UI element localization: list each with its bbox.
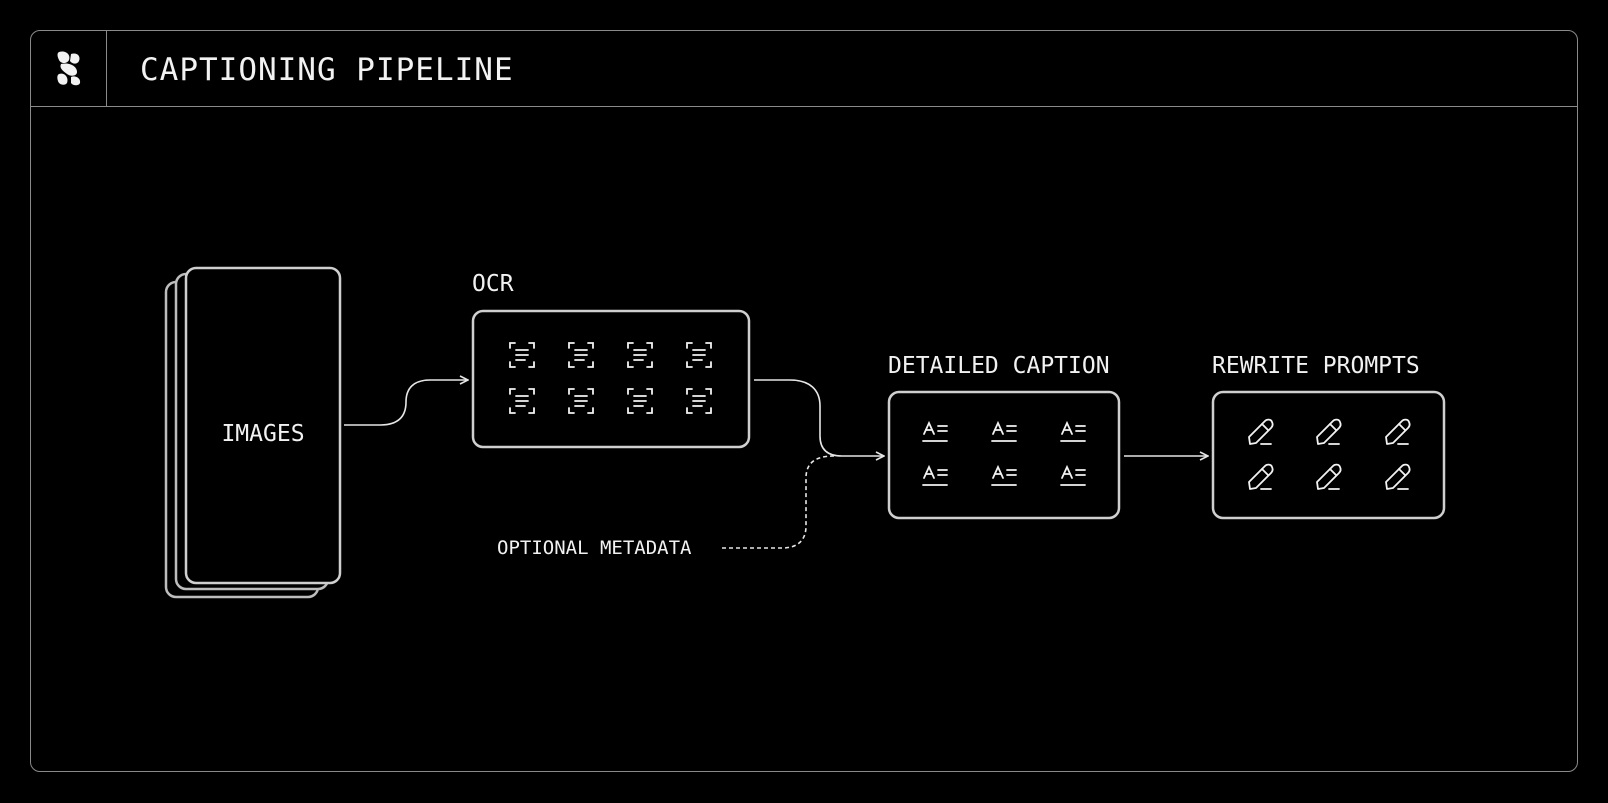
pencil-icon [1316,418,1342,445]
brand-logo-icon [57,51,81,86]
detailed-caption-label: DETAILED CAPTION [888,353,1110,379]
text-scan-icon [686,342,712,368]
image-card-front [184,266,342,585]
edge-images-to-ocr [344,380,468,426]
optional-metadata-label: OPTIONAL METADATA [497,537,692,559]
text-format-icon [991,464,1017,486]
pencil-icon [1248,463,1274,490]
pencil-icon [1248,418,1274,445]
rewrite-prompts-node: REWRITE PROMPTS [1211,353,1446,520]
images-node: IMAGES [164,266,342,599]
text-scan-icon [568,388,594,414]
text-format-icon [922,464,948,486]
logo-divider [106,30,107,106]
text-format-icon [922,420,948,442]
detailed-caption-box [887,390,1121,520]
text-scan-icon [627,388,653,414]
ocr-label: OCR [472,271,514,297]
text-scan-icon [509,342,535,368]
text-format-icon [1060,420,1086,442]
edge-ocr-to-caption [754,379,884,456]
ocr-icon-grid [509,342,712,414]
ocr-node: OCR [471,271,751,449]
pencil-icon [1385,418,1411,445]
header-divider [30,106,1578,107]
ocr-box [471,309,751,449]
text-scan-icon [627,342,653,368]
text-scan-icon [568,342,594,368]
pencil-icon-grid [1248,418,1411,490]
page-title: CAPTIONING PIPELINE [140,52,514,88]
rewrite-prompts-box [1211,390,1446,520]
text-scan-icon [509,388,535,414]
caption-icon-grid [922,420,1086,486]
edge-metadata-to-caption [722,455,835,549]
text-format-icon [991,420,1017,442]
rewrite-prompts-label: REWRITE PROMPTS [1212,353,1420,379]
pencil-icon [1316,463,1342,490]
diagram-frame [30,30,1578,772]
images-label: IMAGES [221,421,304,447]
text-format-icon [1060,464,1086,486]
pencil-icon [1385,463,1411,490]
text-scan-icon [686,388,712,414]
detailed-caption-node: DETAILED CAPTION [887,353,1121,520]
